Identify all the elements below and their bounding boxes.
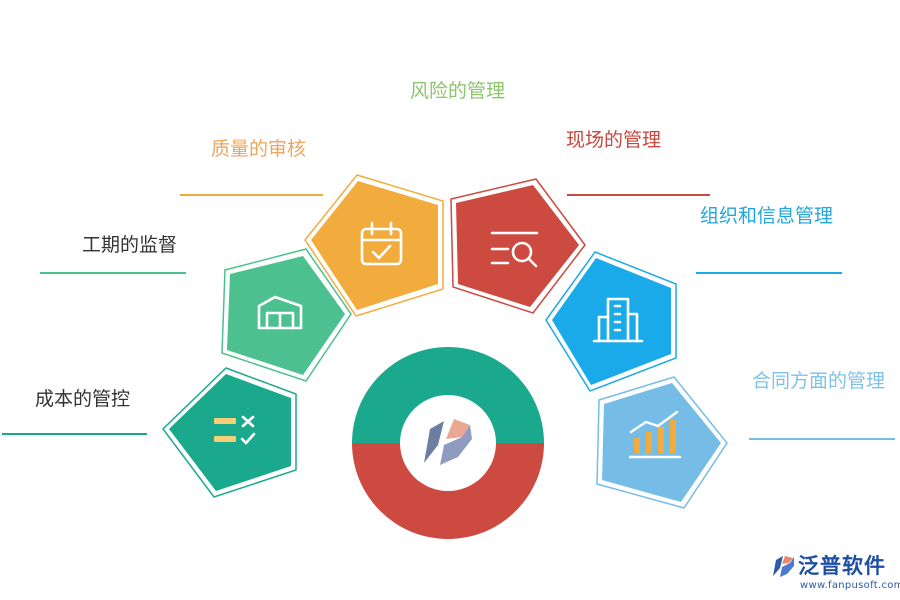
pentagon-cost-fill <box>169 374 291 491</box>
pentagon-quality <box>304 174 444 317</box>
pentagon-cost-border <box>162 367 297 498</box>
rule-quality <box>180 194 323 196</box>
label-quality: 质量的审核 <box>211 138 307 160</box>
label-org: 组织和信息管理 <box>700 205 834 227</box>
pentagon-cost <box>162 367 297 498</box>
label-schedule: 工期的监督 <box>82 234 178 256</box>
pentagon-contract-border <box>596 376 728 509</box>
rule-schedule <box>40 272 186 274</box>
pentagon-org-border <box>545 251 677 392</box>
pentagon-quality-fill <box>311 181 438 310</box>
calendar-check-icon <box>360 221 403 266</box>
pentagon-org-fill <box>552 258 671 385</box>
rule-org <box>696 272 842 274</box>
pentagon-org <box>545 251 677 392</box>
pentagon-contract <box>596 376 728 509</box>
center-ring <box>352 347 544 539</box>
label-risk: 风险的管理 <box>410 80 506 102</box>
rule-contract <box>749 438 895 440</box>
label-contract: 合同方面的管理 <box>752 370 886 392</box>
rule-cost <box>2 433 147 435</box>
search-list-icon <box>490 231 539 268</box>
checklist-icon <box>214 415 256 445</box>
label-cost: 成本的管控 <box>35 388 131 410</box>
brand-url: www.fanpusoft.com <box>800 580 900 591</box>
ring-bottom-half <box>352 443 544 539</box>
pentagon-site-fill <box>456 185 579 307</box>
ring-center-disc <box>401 396 495 490</box>
pentagon-schedule-border <box>221 248 352 382</box>
rule-site <box>567 194 710 196</box>
pentagon-site <box>450 178 586 314</box>
pentagon-site-border <box>450 178 586 314</box>
pentagon-schedule-fill <box>227 256 345 375</box>
building-icon <box>592 297 644 343</box>
fanpu-logo-icon <box>424 419 472 465</box>
fanpu-brand-icon <box>773 556 794 577</box>
pentagon-schedule <box>221 248 352 382</box>
warehouse-icon <box>257 295 303 330</box>
ring-top-half <box>352 347 544 443</box>
brand-name: 泛普软件 <box>798 554 886 578</box>
brand-watermark: 泛普软件 www.fanpusoft.com <box>770 553 900 595</box>
bar-chart-icon <box>628 410 682 459</box>
pentagon-quality-border <box>304 174 444 317</box>
label-site: 现场的管理 <box>566 129 662 151</box>
